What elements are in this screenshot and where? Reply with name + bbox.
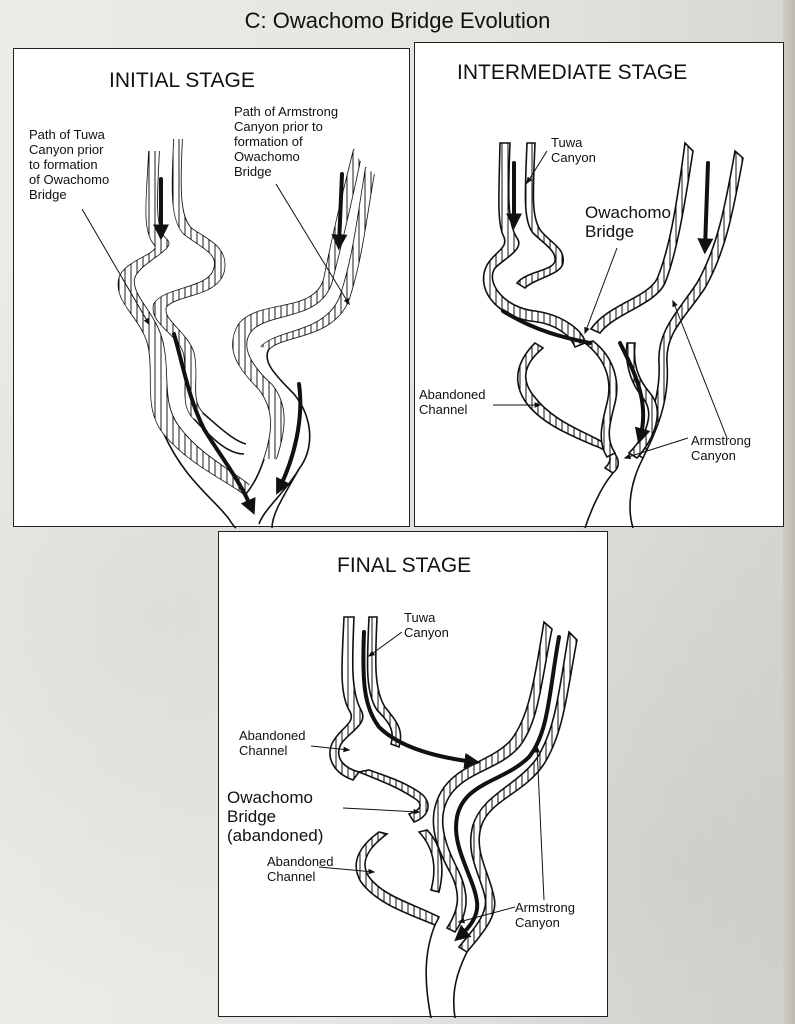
- final-abandoned-channel-lower-label: Abandoned Channel: [267, 854, 334, 884]
- armstrong-canyon-label: Armstrong Canyon: [691, 433, 751, 463]
- abandoned-channel-label: Abandoned Channel: [419, 387, 486, 417]
- final-stage-panel: FINAL STAGE Tuwa Canyon Abandoned Channe…: [218, 531, 608, 1019]
- final-stage-drawing: [310, 616, 578, 1019]
- initial-stage-drawing: [81, 138, 375, 529]
- armstrong-prior-path-label: Path of Armstrong Canyon prior to format…: [234, 104, 339, 179]
- intermediate-stage-panel: INTERMEDIATE STAGE Tuwa Canyon Owachomo …: [414, 42, 784, 529]
- initial-stage-panel: INITIAL STAGE Path of Tuwa Canyon prior …: [13, 48, 410, 529]
- tuwa-canyon-label: Tuwa Canyon: [551, 135, 596, 165]
- intermediate-stage-title: INTERMEDIATE STAGE: [457, 61, 688, 84]
- final-armstrong-canyon-label: Armstrong Canyon: [515, 900, 575, 930]
- final-abandoned-channel-upper-label: Abandoned Channel: [239, 728, 306, 758]
- initial-stage-title: INITIAL STAGE: [109, 69, 255, 92]
- owachomo-bridge-label: Owachomo Bridge: [585, 203, 671, 241]
- final-stage-title: FINAL STAGE: [337, 554, 472, 577]
- final-owachomo-bridge-label: Owachomo Bridge (abandoned): [227, 788, 324, 845]
- intermediate-stage-drawing: [482, 141, 744, 529]
- tuwa-prior-path-label: Path of Tuwa Canyon prior to formation o…: [29, 127, 110, 202]
- book-page-edge: [783, 0, 795, 1024]
- figure-title: C: Owachomo Bridge Evolution: [244, 8, 551, 33]
- final-tuwa-canyon-label: Tuwa Canyon: [404, 610, 449, 640]
